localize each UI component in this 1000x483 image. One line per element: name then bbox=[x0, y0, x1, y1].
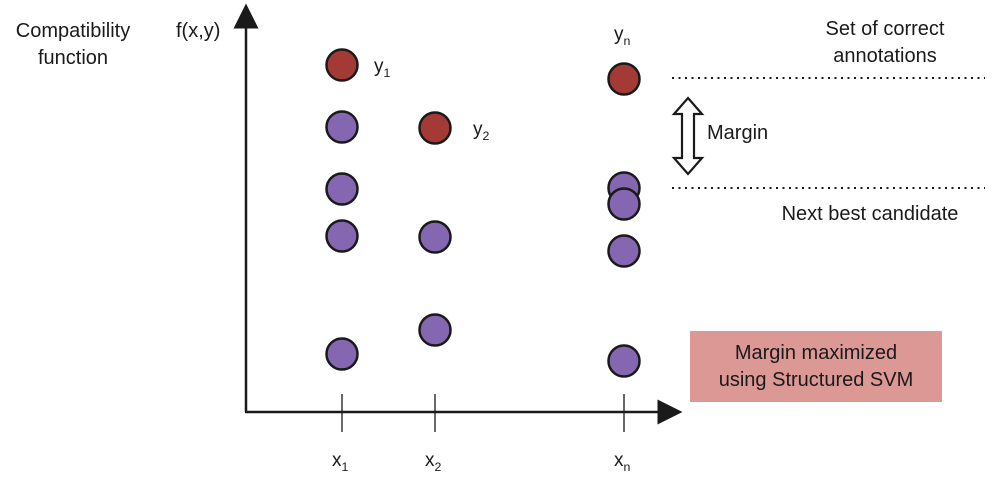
candidate-point bbox=[325, 337, 359, 371]
margin-label: Margin bbox=[707, 122, 769, 144]
callout-line2: using Structured SVM bbox=[718, 368, 914, 391]
candidate-point bbox=[325, 172, 359, 206]
candidate-point bbox=[607, 234, 641, 268]
callout-line1: Margin maximized bbox=[734, 341, 898, 364]
x-label-x1: x1 bbox=[332, 450, 349, 474]
point-label-y1: y1 bbox=[374, 56, 391, 80]
next-best-candidate-label: Next best candidate bbox=[781, 203, 959, 225]
margin-double-arrow bbox=[671, 96, 705, 176]
correct-point-y1 bbox=[325, 48, 359, 82]
compatibility-function-label: Compatibility function bbox=[8, 18, 138, 72]
x-label-x2: x2 bbox=[425, 450, 442, 474]
svm-callout-text: Margin maximized using Structured SVM bbox=[701, 340, 931, 394]
correct-point-yn bbox=[607, 62, 641, 96]
correct-annotations-line2: annotations bbox=[833, 45, 937, 67]
correct-annotations-label: Set of correct annotations bbox=[790, 16, 980, 70]
candidate-point bbox=[607, 344, 641, 378]
point-label-y2: y2 bbox=[473, 119, 490, 143]
svm-callout-box: Margin maximized using Structured SVM bbox=[690, 331, 942, 402]
correct-point-y2 bbox=[418, 111, 452, 145]
candidate-point bbox=[325, 219, 359, 253]
candidate-point bbox=[325, 110, 359, 144]
y-axis-label: f(x,y) bbox=[176, 20, 221, 42]
x-label-xn: xn bbox=[614, 450, 631, 474]
point-label-yn: yn bbox=[614, 24, 631, 48]
left-label-line1: Compatibility bbox=[15, 20, 131, 42]
left-label-line2: function bbox=[37, 47, 109, 69]
candidate-point bbox=[418, 220, 452, 254]
candidate-point bbox=[418, 313, 452, 347]
correct-annotations-line1: Set of correct bbox=[825, 18, 945, 40]
candidate-point bbox=[607, 187, 641, 221]
